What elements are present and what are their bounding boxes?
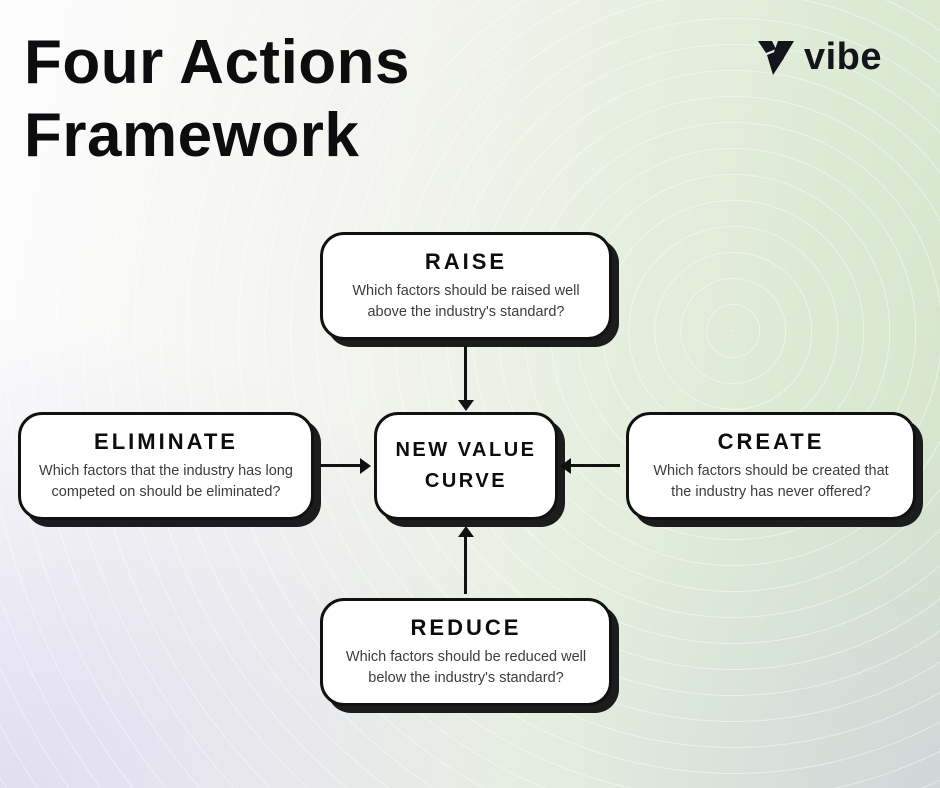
- node-create: CREATE Which factors should be created t…: [626, 412, 916, 520]
- node-new-value-curve-title: NEW VALUE CURVE: [395, 439, 537, 492]
- arrow-create-shaft: [570, 464, 620, 467]
- arrow-raise-head: [458, 400, 474, 411]
- node-raise: RAISE Which factors should be raised wel…: [320, 232, 612, 340]
- node-create-desc: Which factors should be created that the…: [653, 462, 889, 500]
- brand-name: vibe: [803, 36, 882, 78]
- node-reduce-desc: Which factors should be reduced well bel…: [345, 648, 587, 686]
- node-eliminate: ELIMINATE Which factors that the industr…: [18, 412, 314, 520]
- node-create-title: CREATE: [717, 428, 825, 454]
- node-reduce: REDUCE Which factors should be reduced w…: [320, 598, 612, 706]
- node-eliminate-desc: Which factors that the industry has long…: [39, 462, 293, 500]
- arrow-eliminate-head: [360, 457, 371, 474]
- page-title-line-2: Framework: [24, 101, 360, 171]
- arrow-eliminate-shaft: [320, 464, 362, 467]
- node-eliminate-title: ELIMINATE: [94, 428, 238, 454]
- node-raise-desc: Which factors should be raised well abov…: [352, 282, 580, 320]
- page-title: Four Actions Framework: [24, 26, 410, 172]
- node-reduce-title: REDUCE: [410, 614, 522, 640]
- arrow-reduce-shaft: [464, 536, 467, 594]
- page-title-line-1: Four Actions: [24, 28, 411, 97]
- node-raise-title: RAISE: [424, 248, 508, 274]
- arrow-create-head: [560, 457, 571, 474]
- vibe-logo-icon: [757, 40, 794, 75]
- brand-logo: vibe: [756, 36, 882, 79]
- arrow-reduce-head: [458, 526, 474, 537]
- node-new-value-curve: NEW VALUE CURVE: [374, 412, 558, 520]
- arrow-raise-shaft: [464, 346, 467, 402]
